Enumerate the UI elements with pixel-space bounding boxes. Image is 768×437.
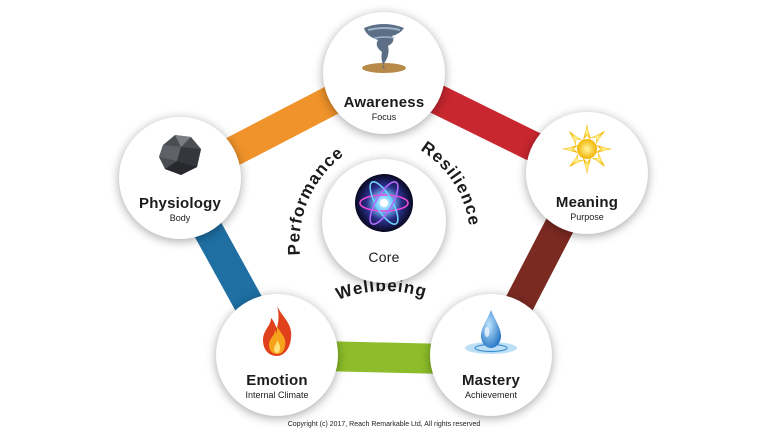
mastery-label: Mastery — [461, 372, 521, 389]
awareness-label: Awareness — [343, 94, 425, 111]
sun-icon — [562, 124, 612, 174]
meaning-label: Meaning — [555, 194, 619, 211]
physiology-label: Physiology — [138, 195, 222, 212]
meaning-node: Meaning Purpose — [526, 112, 648, 234]
emotion-label: Emotion — [246, 372, 308, 389]
awareness-node: Awareness Focus — [323, 12, 445, 134]
mastery-sub: Achievement — [464, 390, 518, 400]
copyright-notice: Copyright (c) 2017, Reach Remarkable Ltd… — [287, 421, 481, 428]
core-node: Core — [322, 159, 446, 283]
mastery-node: Mastery Achievement — [430, 294, 552, 416]
emotion-node: Emotion Internal Climate — [216, 294, 338, 416]
flame-icon — [263, 306, 292, 356]
water-drop-icon — [465, 310, 517, 354]
meaning-sub: Purpose — [570, 212, 604, 222]
physiology-node: Physiology Body — [119, 117, 241, 239]
core-label: Core — [368, 249, 400, 265]
emotion-sub: Internal Climate — [245, 390, 309, 400]
rock-icon — [159, 135, 201, 175]
physiology-sub: Body — [169, 213, 191, 223]
atom-icon — [355, 174, 413, 232]
awareness-sub: Focus — [371, 112, 397, 122]
tornado-icon — [362, 24, 406, 73]
